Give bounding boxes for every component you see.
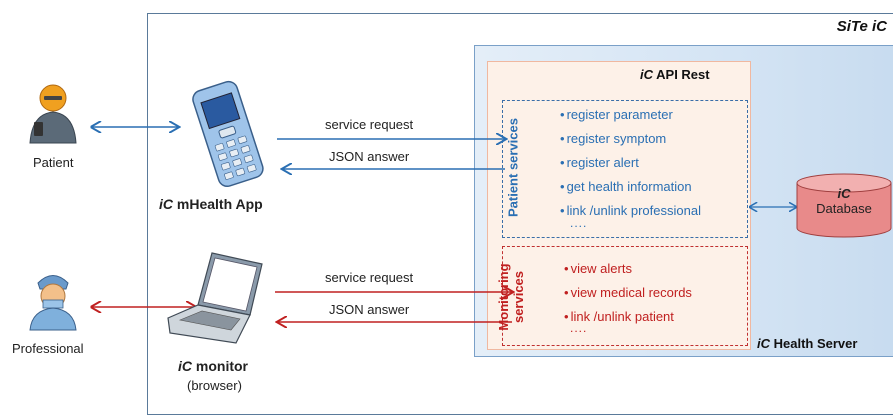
list-item: •link /unlink patient (564, 309, 674, 324)
monitoring-services-list: •view alerts •view medical records •link… (564, 257, 692, 329)
monitor-app-label: iC monitor (178, 358, 248, 374)
mhealth-app-label: iC mHealth App (159, 196, 263, 212)
list-item: •register parameter (560, 107, 673, 122)
list-item: •get health information (560, 179, 692, 194)
patient-services-more: .... (570, 216, 588, 230)
laptop-icon (167, 252, 263, 344)
monitoring-services-more: .... (570, 321, 588, 335)
list-item: •register alert (560, 155, 639, 170)
patient-icon (29, 84, 77, 144)
api-rest-title: iC API Rest (640, 67, 710, 82)
diagram-connectors (29, 80, 892, 344)
bottom-request-label: service request (325, 270, 414, 285)
list-item: •register symptom (560, 131, 667, 146)
top-answer-label: JSON answer (329, 149, 410, 164)
patient-services-list: •register parameter •register symptom •r… (560, 103, 701, 223)
monitoring-services-box (502, 246, 748, 346)
professional-icon (29, 275, 77, 331)
health-server-title: iC Health Server (757, 336, 858, 351)
api-rest-box (487, 61, 751, 350)
monitor-app-sublabel: (browser) (187, 378, 242, 393)
professional-label: Professional (12, 341, 84, 356)
database-icon (796, 173, 892, 238)
list-item: •view medical records (564, 285, 692, 300)
patient-label: Patient (33, 155, 74, 170)
bottom-answer-label: JSON answer (329, 302, 410, 317)
list-item: •link /unlink professional (560, 203, 701, 218)
phone-icon (192, 80, 264, 188)
database-label: iC Database (816, 186, 872, 216)
site-title: SiTe iC (836, 18, 887, 35)
top-request-label: service request (325, 117, 414, 132)
list-item: •view alerts (564, 261, 632, 276)
